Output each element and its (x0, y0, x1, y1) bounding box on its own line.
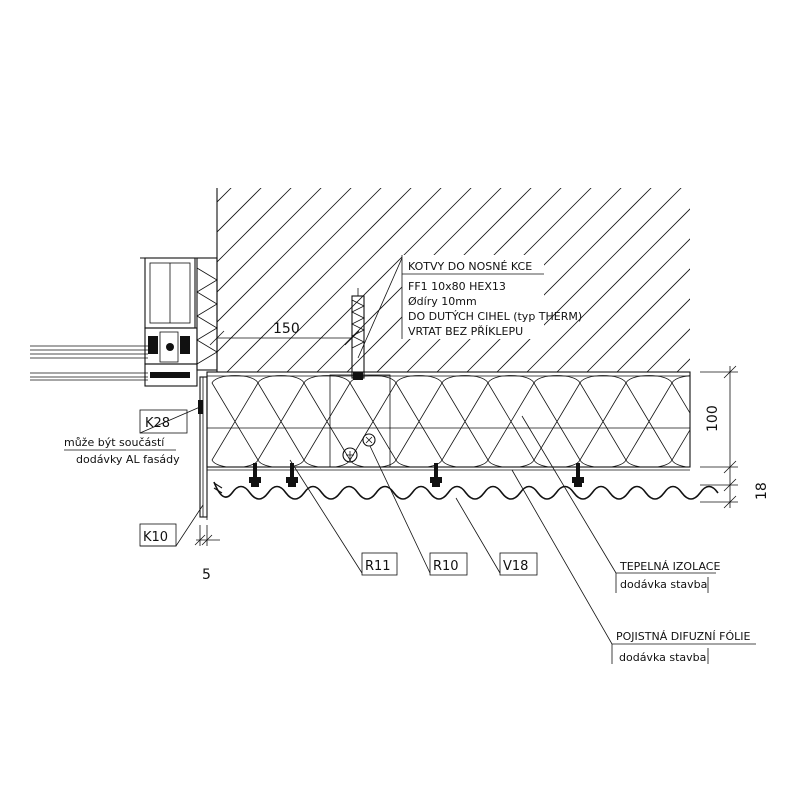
insulation-loop (303, 375, 351, 467)
insulation-loop (625, 375, 673, 467)
wall-hatch-line (616, 188, 690, 372)
anchor-note-line1: FF1 10x80 HEX13 (408, 280, 506, 293)
edge-profiles (198, 376, 223, 520)
dim-5-label: 5 (202, 567, 211, 583)
dim-18-label: 18 (754, 482, 770, 500)
wall-hatch-line (556, 188, 690, 372)
wall-hatch-line (466, 188, 658, 372)
insulation-note-title: TEPELNÁ IZOLACE (619, 560, 720, 573)
wall-hatch-line (226, 188, 418, 372)
dim-150-label: 150 (273, 321, 300, 337)
anchor-note-title: KOTVY DO NOSNÉ KCE (408, 260, 532, 273)
wall-hatch-line (215, 188, 268, 372)
tag-k10-label: K10 (143, 530, 168, 545)
tag-k10: K10 (139, 504, 204, 547)
anchor-note-line2: Ødíry 10mm (408, 295, 477, 308)
insulation-loop (211, 375, 259, 467)
wall-hatch-line (646, 188, 690, 372)
tag-r10-label: R10 (433, 559, 459, 574)
wall-hatch-line (215, 188, 328, 372)
wall-hatch-line (17, 182, 207, 372)
insulation-loop (395, 375, 443, 467)
anchor-note-line4: VRTAT BEZ PŘÍKLEPU (408, 325, 523, 338)
cladding-screws (249, 463, 584, 487)
tag-v18-label: V18 (503, 559, 528, 574)
screw (249, 463, 261, 487)
membrane-note-title: POJISTNÁ DIFUZNÍ FÓLIE (616, 630, 750, 643)
screw (572, 463, 584, 487)
insulation-note: TEPELNÁ IZOLACE dodávka stavba (521, 415, 720, 593)
dimension-5: 5 (194, 525, 220, 583)
insulation-loop (441, 375, 489, 467)
dimension-right: 100 18 (700, 365, 770, 509)
tag-r10: R10 (369, 445, 468, 576)
wall-hatch-line (215, 188, 298, 372)
tag-r11-label: R11 (365, 559, 391, 574)
insulation-loop (579, 375, 627, 467)
wall-hatch-line (215, 188, 238, 372)
thermal-insulation (206, 371, 691, 468)
wall-hatch-line (586, 188, 690, 372)
insulation-loop (349, 375, 397, 467)
insulation-loop (257, 375, 305, 467)
tag-k28-label: K28 (145, 416, 170, 431)
window-frame (30, 257, 218, 387)
tag-r11: R11 (289, 459, 398, 576)
wall-hatch-line (215, 188, 388, 372)
wall-hatch-line (676, 188, 690, 372)
anchor-note-line3: DO DUTÝCH CIHEL (typ THERM) (408, 310, 582, 323)
k28-note-line2: dodávky AL fasády (76, 453, 180, 466)
dimension-150: 150 (209, 321, 360, 346)
wall-anchor (329, 288, 391, 468)
wall-hatch-line (496, 188, 688, 372)
k28-note-line1: může být součástí (64, 436, 165, 449)
wall-hatch-line (707, 182, 800, 372)
membrane-and-cladding (207, 466, 719, 500)
wall-hatch-line (286, 188, 478, 372)
insulation-note-sub: dodávka stavba (620, 578, 707, 591)
insulation-loop (533, 375, 581, 467)
insulation-loop (671, 375, 690, 467)
wall-hatch-line (256, 188, 448, 372)
anchor-note: KOTVY DO NOSNÉ KCE FF1 10x80 HEX13 Ødíry… (357, 255, 582, 359)
screw (430, 463, 442, 487)
wall-hatch-line (215, 188, 358, 372)
dim-100-label: 100 (705, 405, 721, 432)
tag-k28: K28 může být součástí dodávky AL fasády (64, 406, 201, 466)
membrane-note-sub: dodávka stavba (619, 651, 706, 664)
wall-hatch-line (737, 182, 800, 372)
wall-hatch-line (767, 182, 800, 372)
wall-hatch-line (526, 188, 690, 372)
membrane-note: POJISTNÁ DIFUZNÍ FÓLIE dodávka stavba (511, 469, 756, 664)
screw (286, 463, 298, 487)
insulation-loop (487, 375, 535, 467)
tag-v18: V18 (455, 497, 538, 576)
